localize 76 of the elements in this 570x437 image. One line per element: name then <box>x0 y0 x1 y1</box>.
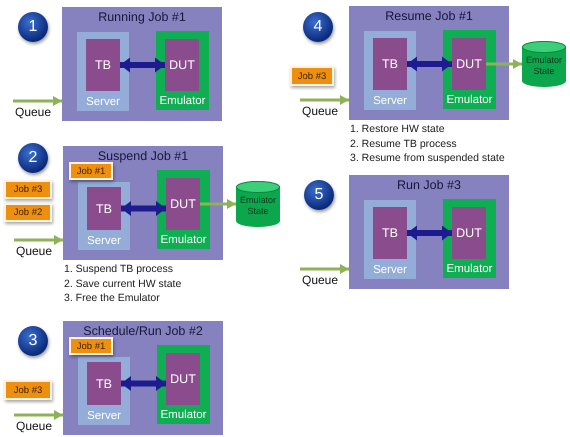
arrow <box>14 235 63 245</box>
server-box <box>78 357 130 425</box>
box-label: Emulator <box>445 94 494 106</box>
double-arrow <box>121 376 166 391</box>
edge-label: Queue <box>16 245 52 258</box>
edge-label: Queue <box>15 106 52 119</box>
double-arrow <box>407 56 452 72</box>
server-box <box>364 31 416 110</box>
box-label: Server <box>86 235 122 247</box>
process-block: DUT <box>165 39 199 91</box>
double-arrow <box>120 58 165 72</box>
emulator-box <box>443 199 496 278</box>
job-card: Job #1 <box>69 337 113 355</box>
edge-label: Queue <box>16 420 52 433</box>
box-label: Emulator <box>159 234 208 246</box>
process-block: TB <box>373 207 407 259</box>
edge-label: Queue <box>302 274 338 287</box>
panel-box <box>349 175 509 289</box>
box-label: Server <box>86 410 122 422</box>
process-block: TB <box>373 38 407 90</box>
edge-label: Queue <box>302 105 338 118</box>
job-card: Job #3 <box>290 66 334 86</box>
process-block: TB <box>87 187 121 230</box>
job-card: Job #2 <box>4 203 52 222</box>
box-label: Server <box>372 95 408 107</box>
step-text: 3. Free the Emulator <box>64 292 160 305</box>
panel-title: Schedule/Run Job #2 <box>82 324 204 338</box>
box-label: Emulator <box>445 263 494 275</box>
step-number-badge: 4 <box>303 12 333 42</box>
double-arrow <box>407 226 452 240</box>
emulator-box <box>157 345 210 424</box>
panel-title: Running Job #1 <box>97 10 187 24</box>
process-block: DUT <box>452 207 486 259</box>
box-label: Server <box>372 264 408 276</box>
job-card: Job #3 <box>4 380 52 400</box>
server-box <box>77 32 129 111</box>
panel-box <box>63 146 223 260</box>
job-card: Job #1 <box>69 162 113 180</box>
box-label: Emulator <box>158 95 207 107</box>
step-text: 1. Suspend TB process <box>64 263 173 276</box>
arrow <box>300 95 349 105</box>
step-number-badge: 1 <box>18 12 48 42</box>
process-block: TB <box>87 362 121 405</box>
server-box <box>78 182 130 250</box>
job-card: Job #3 <box>4 180 52 199</box>
process-block: TB <box>86 39 120 91</box>
panel-title: Run Job #3 <box>396 178 462 192</box>
step-number-badge: 5 <box>304 180 334 210</box>
process-block: DUT <box>166 178 200 230</box>
box-label: Emulator <box>159 409 208 421</box>
step-number-badge: 2 <box>18 143 48 173</box>
arrow <box>14 410 63 420</box>
storage-label: Emulator State <box>238 195 277 217</box>
arrow <box>486 59 522 69</box>
process-block: DUT <box>166 353 200 405</box>
storage-label: Emulator State <box>524 55 563 77</box>
box-label: Server <box>85 96 121 108</box>
arrow <box>300 264 349 274</box>
double-arrow <box>121 201 166 216</box>
panel-box <box>63 321 223 435</box>
arrow <box>200 199 236 209</box>
step-text: 3. Resume from suspended state <box>350 152 505 165</box>
emulator-box <box>156 31 209 110</box>
panel-box <box>349 6 509 120</box>
panel-title: Suspend Job #1 <box>96 149 190 163</box>
arrow <box>13 96 62 106</box>
server-box <box>364 200 416 279</box>
panel-box <box>62 7 222 121</box>
panel-title: Resume Job #1 <box>384 9 474 23</box>
process-block: DUT <box>452 38 486 90</box>
step-number-badge: 3 <box>18 326 48 356</box>
emulator-box <box>157 170 210 249</box>
emulator-box <box>443 30 496 109</box>
step-text: 2. Resume TB process <box>350 138 457 150</box>
step-text: 2. Save current HW state <box>64 278 182 290</box>
step-text: 1. Restore HW state <box>350 123 445 136</box>
